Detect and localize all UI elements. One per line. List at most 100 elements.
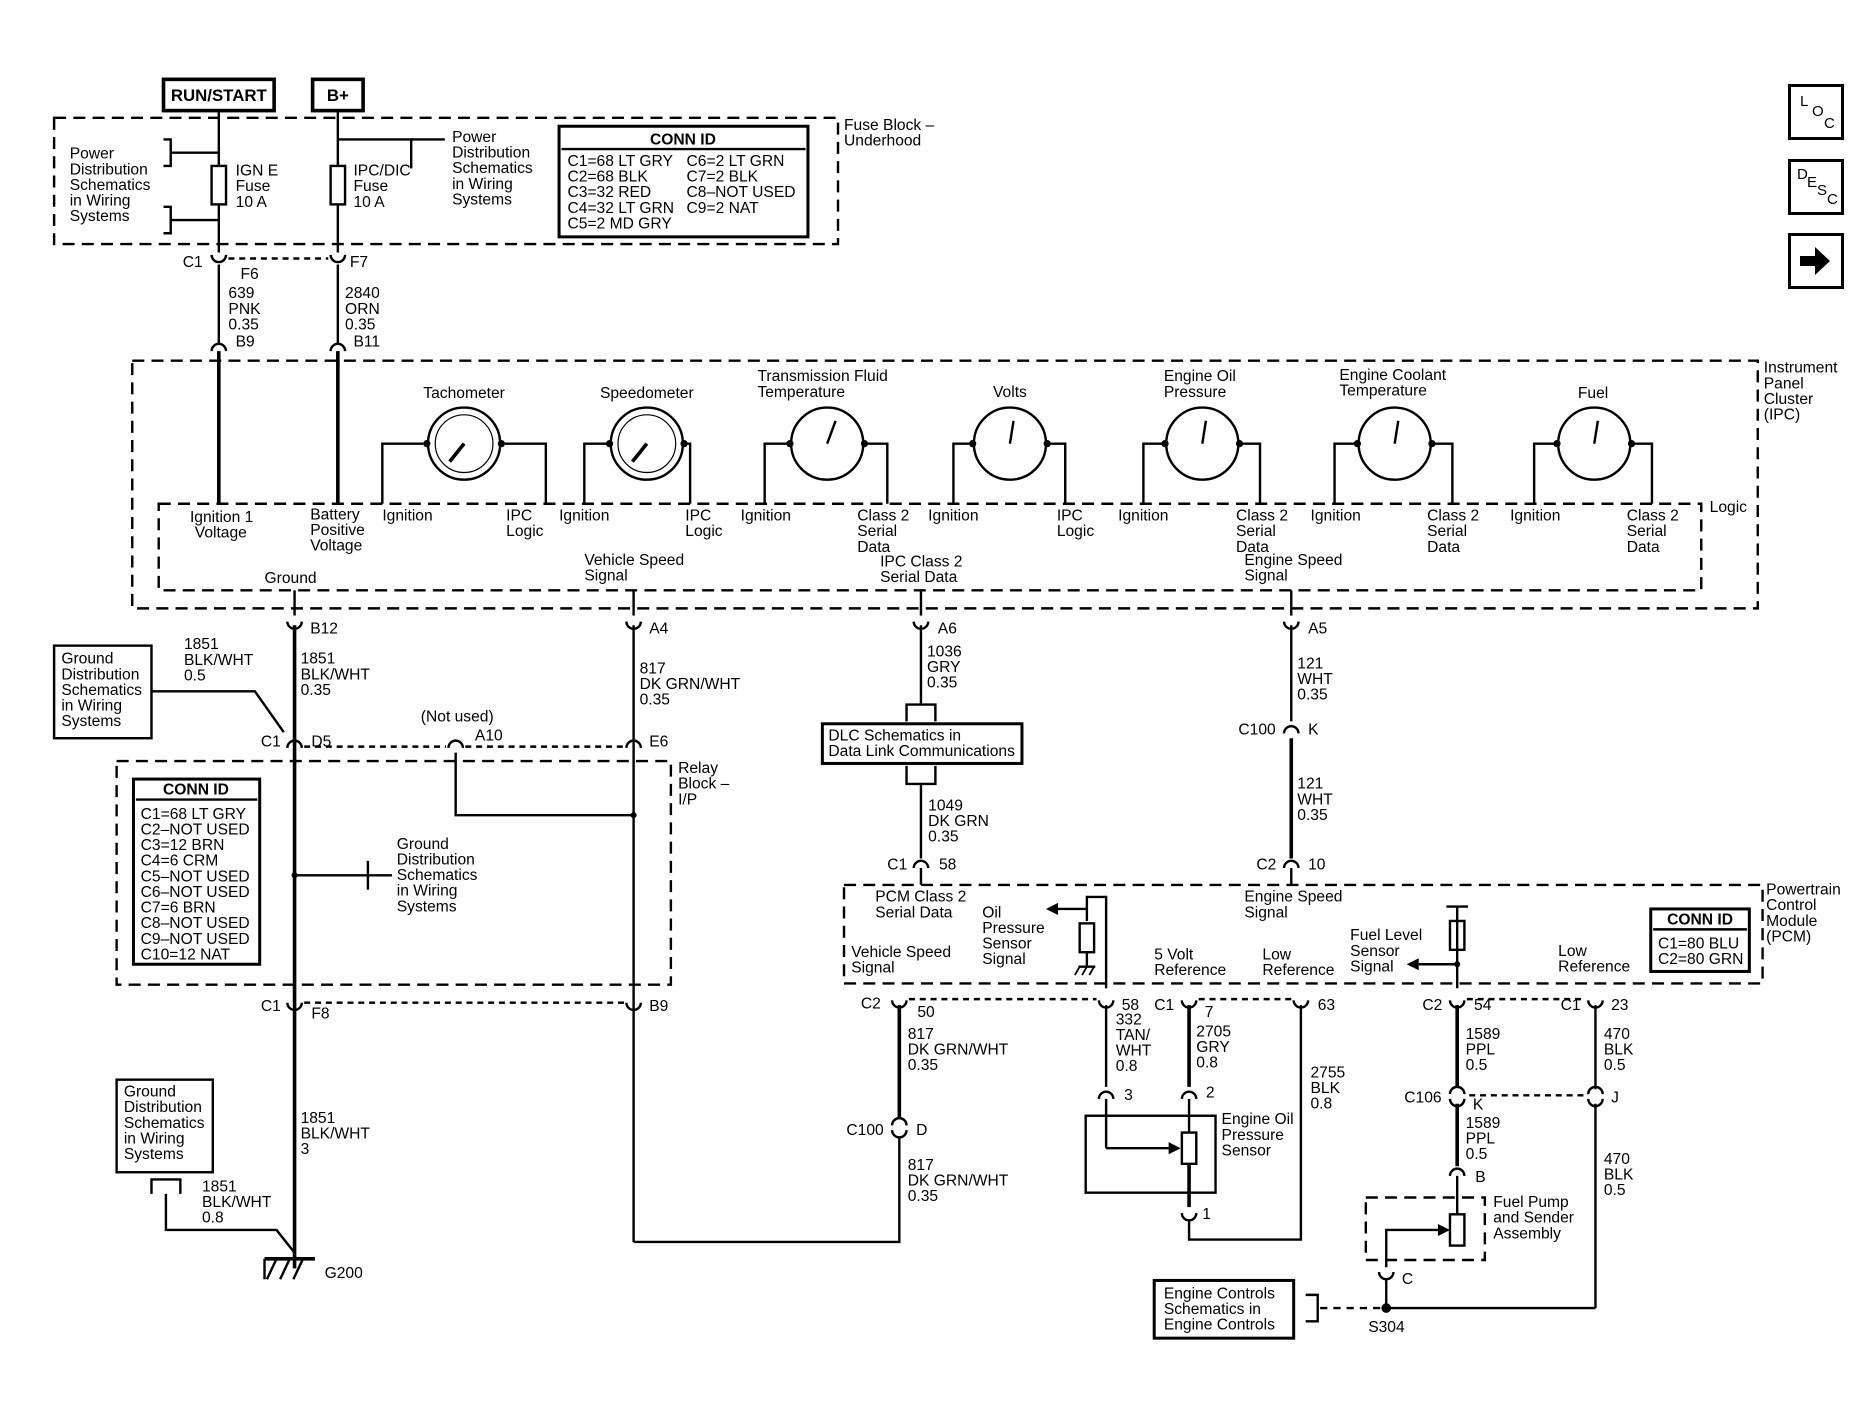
a4-label: A4 bbox=[649, 621, 668, 638]
volts-label: Volts bbox=[993, 384, 1027, 401]
ipc-dic-fuse bbox=[329, 164, 347, 206]
fuel-pin-b: B bbox=[1475, 1169, 1485, 1186]
ipc-outline bbox=[131, 359, 1759, 610]
f6-label: F6 bbox=[240, 266, 258, 283]
fuel-label: Fuel bbox=[1578, 385, 1608, 402]
s304-label: S304 bbox=[1368, 1319, 1405, 1336]
g200-label: G200 bbox=[325, 1265, 364, 1282]
pcm-pin-58: 58 bbox=[1122, 997, 1139, 1014]
pcm-pin-c1-a: C1 bbox=[1154, 997, 1174, 1014]
next-arrow-button[interactable] bbox=[1788, 233, 1844, 289]
oil-pressure-sensor-box bbox=[1084, 1114, 1217, 1194]
conn-id-title-1: CONN ID bbox=[650, 131, 716, 148]
e6-label: E6 bbox=[649, 734, 668, 751]
oil-ignition: Ignition bbox=[1118, 508, 1168, 525]
loc-button[interactable]: L O C bbox=[1788, 84, 1844, 140]
c1-d5-label: C1 bbox=[261, 734, 281, 751]
desc-e: E bbox=[1807, 174, 1818, 191]
oil-sensor-pin-3: 3 bbox=[1124, 1087, 1133, 1104]
fuel-pin-c: C bbox=[1402, 1271, 1413, 1288]
tachometer-label: Tachometer bbox=[423, 385, 505, 402]
tach-ignition: Ignition bbox=[382, 508, 432, 525]
dlc-ref-box bbox=[820, 722, 1024, 765]
trans-ignition: Ignition bbox=[741, 508, 791, 525]
volts-ignition: Ignition bbox=[928, 508, 978, 525]
loc-o: O bbox=[1812, 103, 1824, 120]
conn-id-box-relay bbox=[131, 777, 262, 966]
c1-label-top: C1 bbox=[183, 254, 203, 271]
logic-label: Logic bbox=[1710, 499, 1748, 516]
pcm-pin-c2-a: C2 bbox=[861, 996, 881, 1013]
pcm-pin-c2-b: C2 bbox=[1422, 997, 1442, 1014]
oil-sensor-pin-2: 2 bbox=[1206, 1085, 1215, 1102]
pcm-pin-23: 23 bbox=[1611, 997, 1628, 1014]
desc-button[interactable]: D E S C bbox=[1788, 159, 1844, 215]
ground-ref-box-3 bbox=[115, 1078, 215, 1174]
f8-label: F8 bbox=[311, 1005, 329, 1022]
ipc-logic-outline bbox=[157, 502, 1703, 592]
desc-c: C bbox=[1827, 191, 1838, 208]
conn-id-title-3: CONN ID bbox=[1667, 912, 1733, 929]
oil-sensor-pin-1: 1 bbox=[1202, 1206, 1211, 1223]
a6-label: A6 bbox=[938, 621, 957, 638]
fuel-sender bbox=[1448, 1213, 1466, 1247]
coolant-ignition: Ignition bbox=[1311, 508, 1361, 525]
b9-bottom-label: B9 bbox=[649, 998, 668, 1015]
speedo-ignition: Ignition bbox=[559, 508, 609, 525]
speedometer-label: Speedometer bbox=[600, 385, 694, 402]
pcm-pin-7: 7 bbox=[1205, 1004, 1214, 1021]
fuel-ignition: Ignition bbox=[1510, 508, 1560, 525]
b12-label: B12 bbox=[310, 621, 338, 638]
fuse-block-name: Fuse Block –Underhood bbox=[844, 117, 935, 150]
relay-block-outline bbox=[115, 759, 673, 986]
pcm-pin-c1-b: C1 bbox=[1561, 997, 1581, 1014]
pcm-pin-50: 50 bbox=[917, 1004, 935, 1021]
pcm-outline bbox=[842, 883, 1764, 985]
desc-s: S bbox=[1817, 182, 1828, 199]
loc-c: C bbox=[1824, 115, 1835, 132]
